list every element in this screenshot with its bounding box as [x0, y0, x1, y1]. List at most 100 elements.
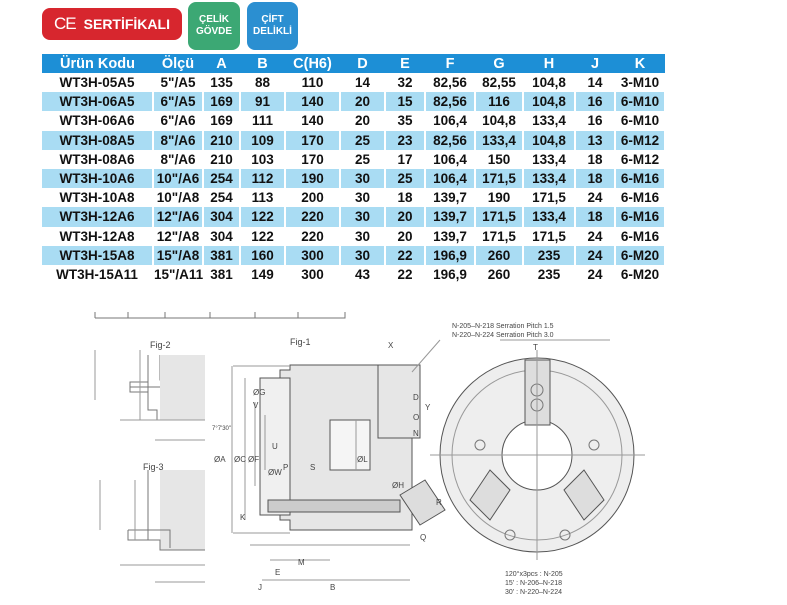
- table-cell: 135: [203, 73, 241, 93]
- table-cell: 13: [575, 130, 616, 150]
- table-cell: 260: [475, 245, 524, 265]
- label-a: ØA: [214, 455, 226, 464]
- fig3-title: Fig-3: [143, 462, 164, 472]
- table-cell: 235: [523, 264, 576, 285]
- steel-label-1: ÇELİK: [199, 14, 229, 25]
- table-cell: 106,4: [425, 168, 476, 189]
- column-header: C(H6): [285, 54, 340, 73]
- table-cell: 106,4: [425, 149, 476, 169]
- table-cell: 30: [340, 188, 386, 208]
- table-cell: 3-M10: [615, 73, 666, 93]
- table-cell: 20: [385, 207, 426, 227]
- table-cell: 110: [285, 73, 341, 93]
- table-cell: 24: [575, 264, 616, 285]
- table-cell: 6-M10: [615, 111, 666, 131]
- label-e: E: [275, 568, 280, 577]
- table-cell: 300: [285, 245, 341, 265]
- table-cell: 25: [385, 168, 426, 189]
- table-cell: 200: [285, 188, 341, 208]
- table-cell: WT3H-08A5: [42, 130, 154, 150]
- table-cell: 149: [240, 264, 286, 285]
- table-cell: 22: [385, 264, 426, 285]
- table-cell: 133,4: [523, 207, 576, 227]
- table-cell: 171,5: [475, 226, 524, 246]
- table-cell: 171,5: [475, 207, 524, 227]
- table-cell: 171,5: [523, 188, 576, 208]
- table-cell: WT3H-12A8: [42, 226, 154, 246]
- table-cell: 171,5: [475, 168, 524, 189]
- table-cell: 133,4: [523, 168, 576, 189]
- table-cell: 6-M12: [615, 130, 666, 150]
- label-p: P: [283, 463, 288, 472]
- table-cell: 150: [475, 149, 524, 169]
- ce-certified-badge: CE SERTİFİKALI: [42, 8, 182, 40]
- serration-note-1: N-205–N-218 Serration Pitch 1.5: [452, 323, 554, 330]
- table-cell: 12"/A8: [153, 226, 204, 246]
- table-cell: 6"/A6: [153, 111, 204, 131]
- column-header: F: [425, 54, 475, 73]
- table-cell: 103: [240, 149, 286, 169]
- table-cell: 17: [385, 149, 426, 169]
- table-cell: 116: [475, 92, 524, 112]
- double-label-1: ÇİFT: [261, 14, 284, 25]
- table-cell: WT3H-12A6: [42, 207, 154, 227]
- table-cell: 235: [523, 245, 576, 265]
- label-f: ØF: [248, 455, 259, 464]
- column-header: J: [575, 54, 615, 73]
- label-y: Y: [425, 403, 431, 412]
- table-cell: 381: [203, 245, 241, 265]
- label-w: ØW: [268, 468, 282, 477]
- fig2-title: Fig-2: [150, 340, 171, 350]
- ce-mark-icon: CE: [54, 14, 77, 33]
- table-cell: WT3H-15A11: [42, 264, 154, 285]
- table-cell: 18: [575, 149, 616, 169]
- table-cell: 10"/A8: [153, 188, 204, 208]
- table-cell: 210: [203, 130, 241, 150]
- table-cell: 122: [240, 207, 286, 227]
- label-n: N: [413, 429, 419, 438]
- label-g: ØG: [253, 388, 265, 397]
- label-x: X: [388, 341, 394, 350]
- table-cell: WT3H-06A6: [42, 111, 154, 131]
- table-cell: 140: [285, 111, 341, 131]
- table-cell: 16: [575, 92, 616, 112]
- column-header: Ölçü: [153, 54, 203, 73]
- table-cell: 109: [240, 130, 286, 150]
- table-cell: 16: [575, 111, 616, 131]
- steel-label-2: GÖVDE: [195, 26, 233, 37]
- label-u: U: [272, 442, 278, 451]
- label-o: O: [413, 413, 419, 422]
- table-cell: 6"/A5: [153, 92, 204, 112]
- table-cell: 210: [203, 149, 241, 169]
- table-cell: WT3H-10A8: [42, 188, 154, 208]
- table-cell: 24: [575, 226, 616, 246]
- table-cell: 24: [575, 188, 616, 208]
- table-cell: WT3H-08A6: [42, 149, 154, 169]
- angle-note-1: 120°x3pcs : N-205: [505, 570, 563, 578]
- table-cell: 220: [285, 207, 341, 227]
- table-cell: 12"/A6: [153, 207, 204, 227]
- table-cell: 304: [203, 207, 241, 227]
- table-cell: 82,56: [425, 92, 476, 112]
- table-cell: 5"/A5: [153, 73, 204, 93]
- table-cell: 91: [240, 92, 286, 112]
- table-cell: 300: [285, 264, 341, 285]
- table-cell: 15: [385, 92, 426, 112]
- table-cell: 122: [240, 226, 286, 246]
- table-cell: 196,9: [425, 264, 476, 285]
- table-cell: 104,8: [523, 73, 576, 93]
- table-cell: 104,8: [475, 111, 524, 131]
- table-cell: 6-M16: [615, 168, 666, 189]
- certified-label: SERTİFİKALI: [83, 16, 170, 32]
- table-cell: 23: [385, 130, 426, 150]
- table-cell: 113: [240, 188, 286, 208]
- table-cell: 14: [340, 73, 386, 93]
